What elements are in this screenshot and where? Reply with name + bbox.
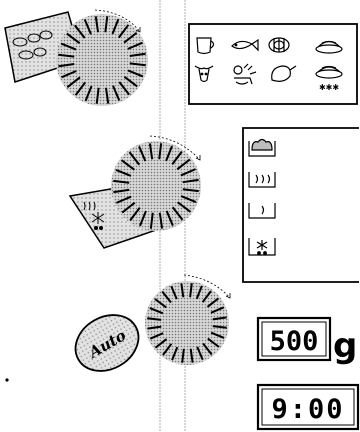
svg-text:✱✱✱: ✱✱✱ bbox=[319, 83, 339, 92]
food-icons-panel: ✱✱✱ bbox=[189, 24, 357, 104]
time-display: 9:00 bbox=[258, 385, 358, 429]
stray-dot bbox=[5, 378, 8, 381]
food-category-dial[interactable] bbox=[5, 10, 148, 106]
weight-value: 500 bbox=[270, 326, 319, 357]
steam-icon bbox=[249, 172, 275, 187]
dial-2-face[interactable] bbox=[111, 141, 201, 231]
single-wave-icon bbox=[249, 203, 275, 218]
defrost-icon bbox=[249, 238, 275, 255]
weight-unit: g bbox=[333, 326, 357, 366]
dial-1-face[interactable] bbox=[56, 14, 148, 106]
cooking-mode-dial[interactable] bbox=[70, 136, 201, 248]
auto-program-dial[interactable]: Auto bbox=[65, 275, 230, 382]
mode-panel-frame bbox=[243, 128, 359, 282]
mode-icons-panel bbox=[243, 128, 359, 282]
dial-3-face[interactable] bbox=[145, 281, 229, 365]
bread-icon bbox=[249, 140, 275, 157]
time-value: 9:00 bbox=[271, 394, 344, 425]
weight-display: 500 g bbox=[258, 318, 357, 366]
food-panel-frame bbox=[189, 24, 357, 104]
